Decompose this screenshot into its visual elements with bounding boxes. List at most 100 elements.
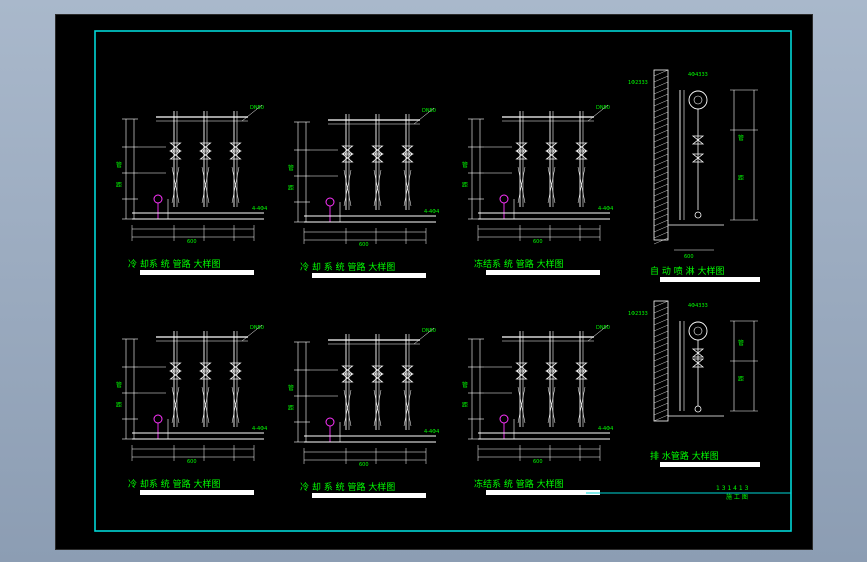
pipe-tag: 4Φ4333: [688, 303, 708, 309]
leader-line: [413, 107, 435, 125]
wall-hatch: [653, 99, 669, 107]
panel-caption: 冻结系 统 管路 大样图: [474, 478, 564, 490]
valve-handle: [375, 151, 380, 157]
highlight-fitting: [153, 194, 163, 204]
wall-hatch: [653, 75, 669, 83]
dim-text: 600: [533, 239, 543, 245]
wall-hatch: [653, 414, 669, 422]
corner-note-line1: 1 3 1 4 1 3: [716, 485, 749, 492]
valve-symbol: [341, 145, 354, 155]
valve-handle: [519, 148, 524, 154]
leader-line: [241, 104, 263, 122]
panel-caption: 冷 却 系 统 管路 大样图: [300, 481, 395, 493]
panel-caption: 排 水管路 大样图: [650, 450, 719, 462]
valve-handle: [579, 368, 584, 374]
wall-hatch: [653, 372, 669, 380]
valve-symbol: [515, 142, 528, 152]
wall-hatch: [653, 105, 669, 113]
branch-pipe: [373, 169, 382, 207]
wall-hatch: [653, 207, 669, 215]
pipe-tag: DN50: [596, 105, 610, 111]
title-plate: [660, 462, 760, 467]
branch-pipe: [171, 166, 180, 204]
valve-handle: [549, 148, 554, 154]
wall-hatch: [653, 336, 669, 344]
dim-text: 管: [116, 161, 122, 169]
wall-hatch: [653, 201, 669, 209]
dim-text: 600: [187, 459, 197, 465]
pipe-tag: 4Φ4333: [688, 72, 708, 78]
wall-hatch: [653, 408, 669, 416]
wall: [653, 300, 669, 422]
wall-hatch: [653, 123, 669, 131]
valve-symbol: [575, 362, 588, 372]
elev-tag: 4-4Φ4: [424, 429, 439, 435]
valve-symbol: [371, 145, 384, 155]
valve-symbol: [199, 150, 212, 160]
branch-pipe: [577, 166, 586, 204]
valve-symbol: [229, 362, 242, 372]
valve-symbol: [401, 153, 414, 163]
wall-hatch: [653, 300, 669, 308]
wall-hatch: [653, 147, 669, 155]
dim-text: 距: [738, 376, 744, 383]
branch-pipe: [373, 389, 382, 427]
dim-text: 管: [288, 384, 294, 392]
dim-text: 距: [288, 405, 294, 412]
wall-hatch: [653, 360, 669, 368]
wall-hatch: [653, 318, 669, 326]
pipe-tag: 1Φ2333: [628, 311, 648, 317]
valve-symbol: [341, 365, 354, 375]
valve-symbol: [545, 142, 558, 152]
wall-hatch: [653, 225, 669, 233]
highlight-fitting: [499, 194, 509, 204]
wall-hatch: [653, 165, 669, 173]
wall-hatch: [653, 195, 669, 203]
branch-pipe: [403, 389, 412, 427]
valve-symbol: [515, 362, 528, 372]
valve-symbol: [401, 373, 414, 383]
dim-text: 距: [738, 175, 744, 182]
wall-hatch: [653, 213, 669, 221]
pipe-tag: DN50: [422, 328, 436, 334]
dim-text: 距: [116, 402, 122, 409]
wall-hatch: [653, 81, 669, 89]
panel-caption: 冷 却 系 统 管路 大样图: [300, 261, 395, 273]
branch-pipe: [403, 169, 412, 207]
dim-text: 600: [533, 459, 543, 465]
highlight-fitting: [325, 417, 335, 427]
wall-hatch: [653, 183, 669, 191]
pump-symbol: [688, 321, 708, 341]
highlight-fitting: [499, 414, 509, 424]
elev-tag: 4-4Φ4: [598, 206, 613, 212]
elev-tag: 4-4Φ4: [252, 426, 267, 432]
valve-symbol: [691, 358, 705, 368]
valve-handle: [173, 148, 178, 154]
wall-hatch: [653, 111, 669, 119]
branch-pipe: [517, 166, 526, 204]
wall-hatch: [653, 354, 669, 362]
dim-text: 管: [738, 134, 744, 142]
valve-handle: [375, 371, 380, 377]
valve-symbol: [575, 150, 588, 160]
pipe-tag: DN50: [422, 108, 436, 114]
wall-hatch: [653, 177, 669, 185]
valve-symbol: [515, 370, 528, 380]
valve-handle: [233, 148, 238, 154]
valve-handle: [203, 148, 208, 154]
dim-text: 管: [738, 339, 744, 347]
wall-hatch: [653, 219, 669, 227]
title-plate: [140, 490, 254, 495]
valve-symbol: [199, 142, 212, 152]
dim-text: 管: [462, 381, 468, 389]
wall-hatch: [653, 312, 669, 320]
valve-symbol: [401, 145, 414, 155]
